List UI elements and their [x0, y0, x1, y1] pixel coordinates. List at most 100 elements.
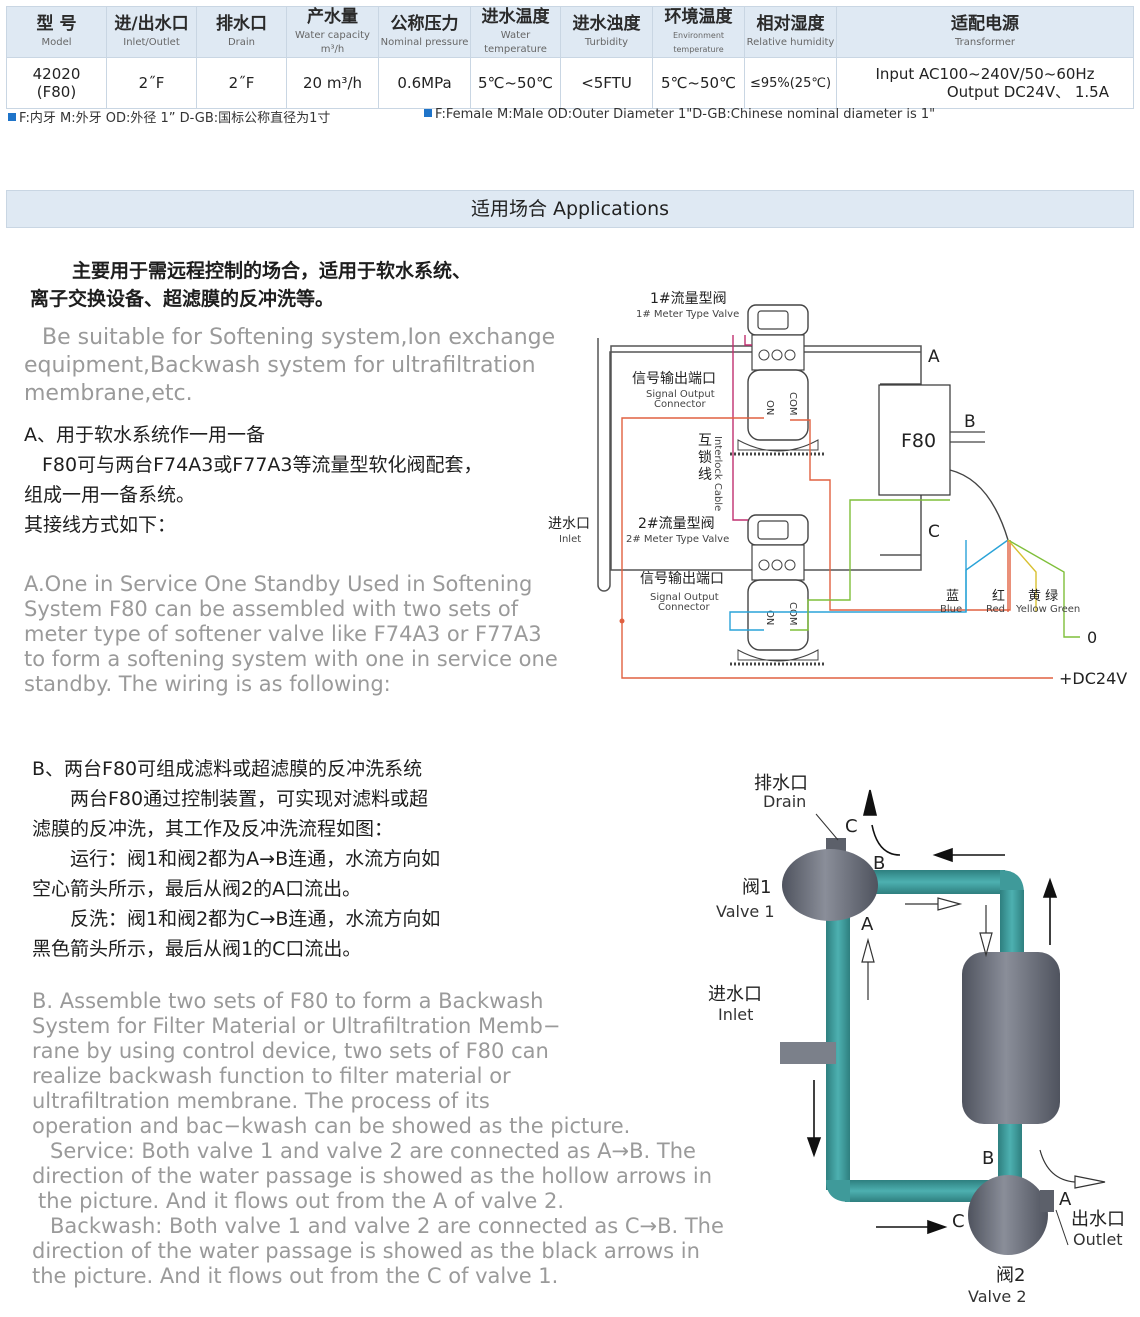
controller-cable: [949, 469, 1009, 541]
wiring-port-c: C: [928, 522, 940, 542]
section-a-en-line-3: meter type of softener valve like F74A3 …: [24, 622, 542, 646]
system-pipe-frame: [597, 338, 922, 592]
valve-2-outlet-port: [1040, 1190, 1054, 1212]
section-b-en-line-8: direction of the water passage is showed…: [32, 1164, 713, 1188]
bullet-square-icon: [424, 109, 432, 117]
signal-2-en-label-1: Signal Output: [650, 592, 719, 603]
signal-wires: [621, 417, 1080, 679]
blue-fan-wire: [965, 539, 1009, 612]
wiring-port-b: B: [964, 412, 976, 432]
black-arrowhead-icon: [806, 1137, 822, 1158]
valve-2-unit: [730, 514, 826, 666]
dc24v-label: +DC24V: [1059, 669, 1127, 688]
section-b-en-line-5: ultrafiltration membrane. The process of…: [32, 1089, 490, 1113]
spec-value-row: 42020(F80) 2˝F 2˝F 20 m³/h 0.6MPa 5℃~50℃…: [6, 57, 1134, 109]
valve-2-terminal-icon: [758, 559, 770, 571]
backwash-arrows: [806, 789, 1058, 1235]
frame-rect: [610, 345, 922, 571]
valve2-com-wire: [790, 499, 950, 631]
cell-capacity: 20 m³/h: [286, 57, 379, 109]
bullet-square-icon: [8, 113, 16, 121]
pipes: [780, 870, 1024, 1202]
valve-1-lower-body: [747, 369, 809, 441]
wire-blue-cn: 蓝: [946, 589, 959, 604]
pipe-top-elbow: [1000, 870, 1024, 894]
pipe-bottom-elbow: [826, 1180, 850, 1202]
section-b-en-line-6: operation and bac−kwash can be showed as…: [32, 1114, 631, 1138]
flow-drain-en: Drain: [763, 792, 806, 811]
inlet-stub: [780, 1042, 836, 1064]
dc24v-wire-red: [621, 417, 1053, 679]
valve-1-en-label: 1# Meter Type Valve: [636, 309, 739, 320]
section-b-en-line-9: the picture. And it flows out from the A…: [38, 1189, 565, 1213]
cell-pressure: 0.6MPa: [378, 57, 471, 109]
interlock-cable: [732, 335, 748, 521]
intro-en-line-1: Be suitable for Softening system,Ion exc…: [42, 325, 556, 350]
valve1-com-wire-red: [790, 419, 1011, 611]
valve-2-on-label: ON: [764, 610, 775, 625]
signal-2-en-label-2: Connector: [658, 602, 710, 613]
pipe-bottom-horizontal: [845, 1180, 995, 1202]
section-b-cn-line-1: 两台F80通过控制装置，可实现对滤料或超: [70, 788, 429, 810]
hollow-arrow-icon: [1039, 1149, 1076, 1183]
pipe-top-horizontal: [865, 870, 1005, 894]
black-arrowhead-icon: [1042, 877, 1058, 898]
legend-en: F:Female M:Male OD:Outer Diameter 1"D-GB…: [424, 107, 935, 122]
section-b-title: B、两台F80可组成滤料或超滤膜的反冲洗系统: [32, 758, 423, 780]
section-a-en-line-5: standby. The wiring is as following:: [24, 672, 391, 696]
hollow-arrowhead-icon: [979, 932, 993, 958]
flow-valve1-en: Valve 1: [716, 902, 775, 921]
wire-yellow-green-en: Yellow Green: [1015, 604, 1080, 615]
filter-tank: [962, 952, 1060, 1124]
flow-valve2-port-a: A: [1059, 1189, 1072, 1210]
flow-drain-cn: 排水口: [754, 773, 808, 794]
cell-turbidity: <5FTU: [560, 57, 653, 109]
black-arrowhead-icon: [932, 847, 953, 863]
valve-1-com-label: COM: [787, 392, 798, 415]
hollow-arrowhead-icon: [937, 897, 963, 911]
legend-cn: F:内牙 M:外牙 OD:外径 1” D-GB:国标公称直径为1寸: [8, 107, 330, 126]
intro-en-line-2: equipment,Backwash system for ultrafiltr…: [24, 353, 536, 378]
flow-valve1-port-a: A: [861, 914, 874, 935]
section-b-en-line-12: the picture. And it flows out from the C…: [32, 1264, 559, 1288]
section-b-en-line-7: Service: Both valve 1 and valve 2 are co…: [50, 1139, 696, 1163]
outlet-leader-line: [1055, 1209, 1069, 1246]
interlock-cn-label: 互锁线: [698, 433, 712, 483]
valve-1-unit: [730, 304, 826, 456]
flow-outlet-en: Outlet: [1073, 1230, 1123, 1249]
flow-inlet-cn: 进水口: [708, 984, 762, 1005]
valve-2-com-label: COM: [787, 602, 798, 625]
zero-label: 0: [1087, 628, 1097, 647]
section-a-en-line-4: to form a softening system with one in s…: [24, 647, 558, 671]
valve-1-on-label: ON: [764, 400, 775, 415]
section-b-cn-line-4: 空心箭头所示，最后从阀2的A口流出。: [32, 878, 362, 900]
valve-2-terminal-icon: [771, 559, 783, 571]
cell-model: 42020(F80): [6, 57, 107, 109]
flow-valve1-port-b: B: [873, 853, 885, 874]
wire-blue-en: Blue: [940, 604, 962, 615]
flow-outlet-cn: 出水口: [1071, 1209, 1125, 1230]
valve-2-body: [968, 1175, 1054, 1255]
black-arrowhead-icon: [927, 1219, 948, 1235]
wiring-inlet-en: Inlet: [559, 534, 581, 545]
service-arrows: [861, 897, 1106, 1189]
valve-1-display-icon: [757, 310, 789, 330]
flow-valve1-cn: 阀1: [742, 877, 771, 898]
valve-2-housing: [968, 1175, 1048, 1255]
section-b-en-line-3: rane by using control device, two sets o…: [32, 1039, 549, 1063]
wire-red-cn: 红: [992, 588, 1005, 604]
section-b-cn-line-5: 反洗：阀1和阀2都为C→B连通，水流方向如: [70, 908, 441, 930]
section-b-en-line-1: B. Assemble two sets of F80 to form a Ba…: [32, 989, 544, 1013]
pipe-top-drop: [1000, 890, 1024, 960]
f80-label: F80: [901, 430, 936, 452]
black-arrowhead-icon: [862, 789, 878, 816]
